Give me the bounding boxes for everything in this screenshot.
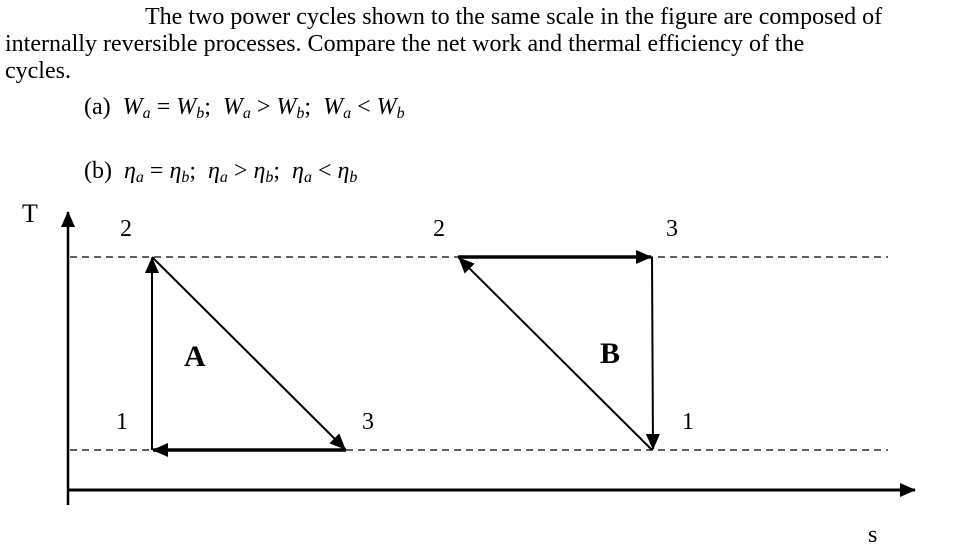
cycle-a [145, 256, 346, 457]
cycle-b-state-1-label: 1 [682, 409, 694, 435]
problem-line-3: cycles. [5, 58, 71, 84]
problem-line-2: internally reversible processes. Compare… [5, 31, 805, 57]
cycle-b [458, 250, 660, 451]
part-a: (a) Wa = Wb; Wa > Wb; Wa < Wb [84, 94, 405, 123]
part-b-option-3: ηa < ηb [292, 158, 358, 186]
cycle-a-state-1-label: 1 [116, 409, 128, 435]
cycle-b-process-3-1 [645, 256, 660, 450]
part-a-option-3: Wa < Wb [323, 94, 405, 122]
part-b-option-2: ηa > ηb; [208, 158, 281, 186]
part-b: (b) ηa = ηb; ηa > ηb; ηa < ηb [84, 158, 357, 187]
s-axis-label: s [868, 522, 878, 548]
cycle-a-process-2-3 [151, 256, 346, 450]
part-a-option-2: Wa > Wb; [222, 94, 312, 122]
cycle-b-state-3-label: 3 [666, 216, 678, 242]
part-b-option-1: ηa = ηb; [123, 158, 197, 186]
cycle-a-state-3-label: 3 [362, 409, 374, 435]
cycle-b-process-1-2 [458, 257, 653, 451]
part-b-label: (b) [84, 158, 112, 184]
t-axis-label: T [22, 199, 38, 228]
cycle-b-state-2-label: 2 [433, 216, 445, 242]
problem-line-1: The two power cycles shown to the same s… [145, 4, 883, 30]
cycle-b-name: B [600, 337, 621, 370]
part-a-label: (a) [84, 94, 111, 120]
part-a-option-1: Wa = Wb; [122, 94, 211, 122]
cycle-a-state-2-label: 2 [120, 216, 132, 242]
cycle-a-name: A [184, 340, 206, 373]
